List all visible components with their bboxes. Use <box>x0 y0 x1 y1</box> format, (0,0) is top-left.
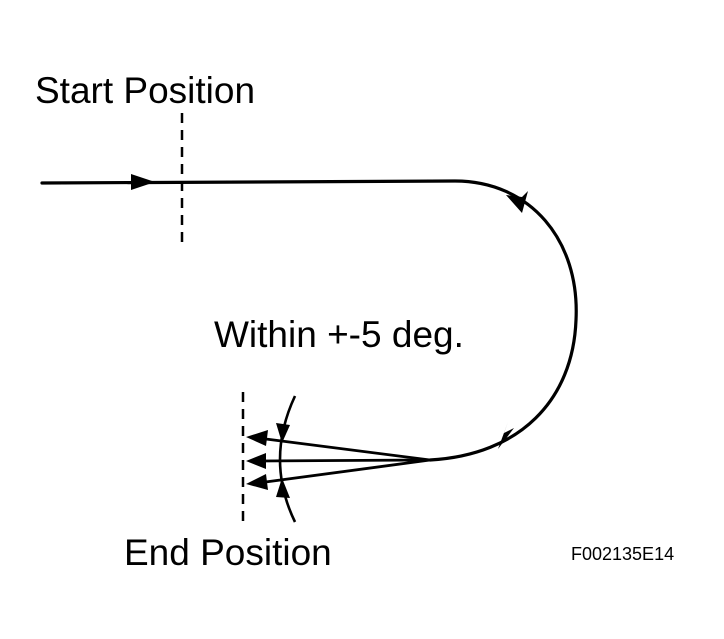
exit-line-lower <box>257 458 431 485</box>
entry-arrowhead <box>131 174 155 190</box>
exit-arrowhead-lower <box>246 474 268 490</box>
start-position-label: Start Position <box>35 70 256 111</box>
tolerance-arc-arrowhead-lower <box>276 478 290 498</box>
tolerance-arc-arrowhead-upper <box>276 423 290 443</box>
figure-code-label: F002135E14 <box>571 544 675 564</box>
tolerance-arc <box>278 395 297 523</box>
end-position-label: End Position <box>124 532 332 573</box>
tolerance-label: Within +-5 deg. <box>214 314 464 355</box>
curve-arrowhead-upper <box>506 191 528 213</box>
curve-arrowhead-lower <box>498 422 514 449</box>
travel-path <box>40 179 578 462</box>
exit-arrowhead-upper <box>246 430 268 446</box>
exit-arrowhead-middle <box>246 453 266 469</box>
exit-line-middle <box>257 458 431 463</box>
exit-line-upper <box>257 436 431 462</box>
